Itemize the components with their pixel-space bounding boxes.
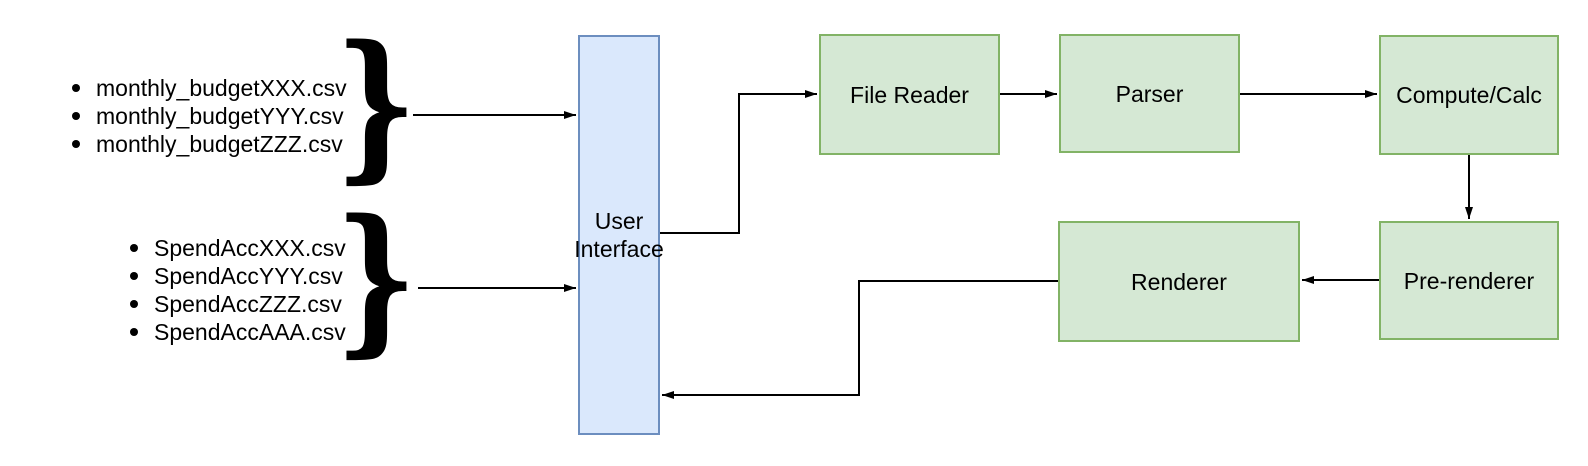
file-list-item: SpendAccXXX.csv [129,234,346,262]
node-label: Renderer [1131,268,1227,295]
file-list-item: monthly_budgetZZZ.csv [71,130,347,158]
file-list-item: SpendAccAAA.csv [129,318,346,346]
file-list-item: SpendAccYYY.csv [129,262,346,290]
arrow-renderer-to-ui [662,280,1058,399]
file-list-item: monthly_budgetXXX.csv [71,74,347,102]
node-label: User Interface [574,208,664,262]
node-pre-renderer: Pre-renderer [1379,221,1559,340]
node-label: Pre-renderer [1403,267,1535,294]
node-label: Parser [1115,80,1184,107]
node-renderer: Renderer [1058,221,1300,342]
file-list-item: monthly_budgetYYY.csv [71,102,347,130]
input-file-list-spendacc: SpendAccXXX.csv SpendAccYYY.csv SpendAcc… [129,234,346,346]
input-file-list-monthly-budget: monthly_budgetXXX.csv monthly_budgetYYY.… [71,74,347,158]
node-parser: Parser [1059,34,1240,153]
node-file-reader: File Reader [819,34,1000,155]
arrow-ui-to-file-reader [660,90,817,234]
node-compute-calc: Compute/Calc [1379,35,1559,155]
brace-icon: } [335,11,417,199]
node-label: Compute/Calc [1396,82,1542,108]
file-list-item: SpendAccZZZ.csv [129,290,346,318]
brace-icon: } [335,185,417,373]
node-user-interface: User Interface [574,35,664,435]
node-label: File Reader [850,81,969,108]
